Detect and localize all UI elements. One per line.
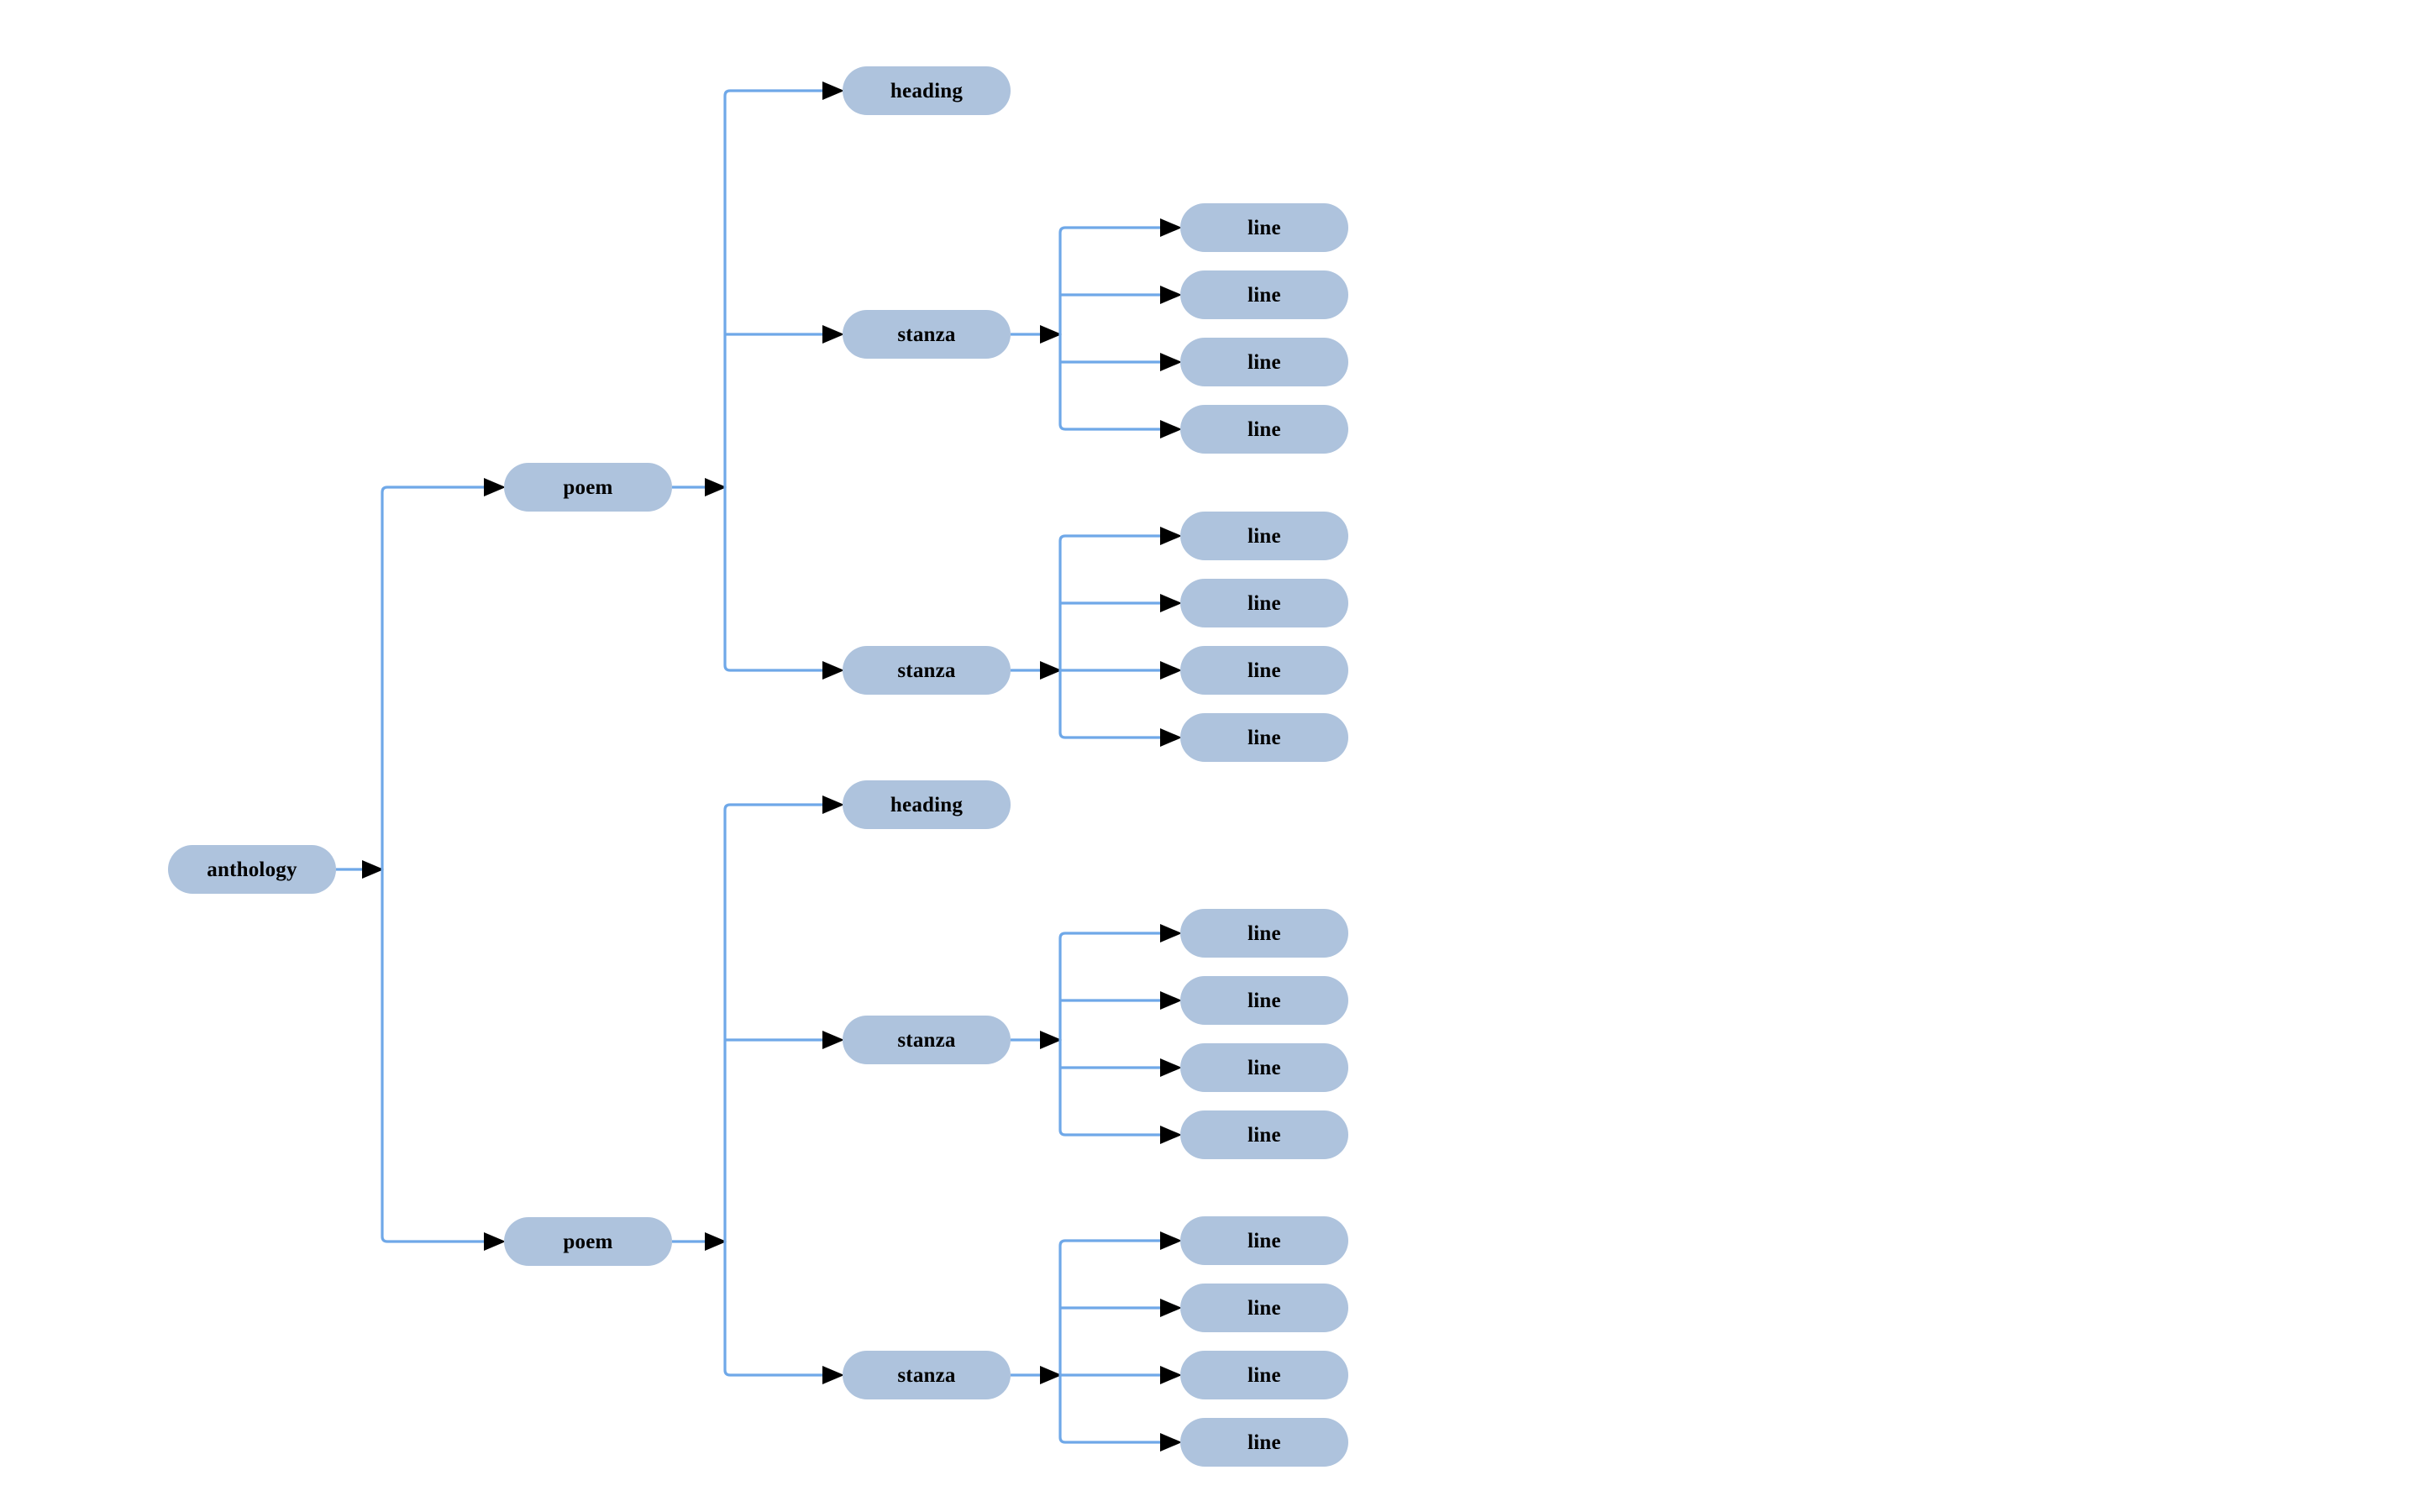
tree-node-p1-s2-l1[interactable]: line — [1180, 512, 1348, 560]
tree-node-label: line — [1247, 1123, 1281, 1147]
arrowhead-poem2-stanza2-to-lines-3 — [1160, 1433, 1182, 1452]
tree-node-p2-stanza2[interactable]: stanza — [843, 1351, 1011, 1399]
tree-node-p2-s1-l4[interactable]: line — [1180, 1110, 1348, 1159]
tree-node-label: line — [1247, 417, 1281, 441]
tree-node-p2-s2-l1[interactable]: line — [1180, 1216, 1348, 1265]
tree-node-p2-heading[interactable]: heading — [843, 780, 1011, 829]
tree-node-p2-s1-l1[interactable]: line — [1180, 909, 1348, 958]
edge-elbow-top-poem1-stanza2-to-lines — [1058, 534, 1066, 542]
tree-node-p1-s2-l3[interactable]: line — [1180, 646, 1348, 695]
arrowhead-bus-anthology-to-poems — [362, 860, 384, 879]
arrowhead-poem2-stanza2-to-lines-1 — [1160, 1299, 1182, 1317]
tree-node-label: stanza — [897, 1363, 956, 1387]
tree-node-p1-s1-l1[interactable]: line — [1180, 203, 1348, 252]
tree-node-poem2[interactable]: poem — [504, 1217, 672, 1266]
arrowhead-poem2-stanza2-to-lines-2 — [1160, 1366, 1182, 1384]
tree-node-p1-heading[interactable]: heading — [843, 66, 1011, 115]
arrowhead-poem1-to-children-1 — [822, 325, 844, 344]
tree-node-label: line — [1247, 1296, 1281, 1320]
arrowhead-poem2-to-children-0 — [822, 795, 844, 814]
arrowhead-poem1-stanza1-to-lines-3 — [1160, 420, 1182, 438]
edge-elbow-bottom-poem2-stanza1-to-lines — [1058, 1129, 1066, 1137]
tree-node-p1-stanza1[interactable]: stanza — [843, 310, 1011, 359]
tree-node-label: line — [1247, 1363, 1281, 1387]
edge-elbow-bottom-anthology-to-poems — [381, 1236, 388, 1243]
arrowhead-poem2-stanza1-to-lines-2 — [1160, 1058, 1182, 1077]
arrowhead-bus-poem1-to-children — [705, 478, 727, 496]
tree-node-label: poem — [563, 1230, 613, 1253]
arrowhead-poem1-stanza2-to-lines-2 — [1160, 661, 1182, 680]
tree-node-p2-s1-l2[interactable]: line — [1180, 976, 1348, 1025]
tree-node-label: poem — [563, 475, 613, 499]
tree-node-label: stanza — [897, 659, 956, 682]
arrowhead-poem2-stanza1-to-lines-1 — [1160, 991, 1182, 1010]
edge-elbow-bottom-poem1-stanza2-to-lines — [1058, 732, 1066, 739]
tree-node-label: line — [1247, 1056, 1281, 1079]
arrowhead-bus-poem1-stanza2-to-lines — [1040, 661, 1062, 680]
edge-elbow-bottom-poem1-stanza1-to-lines — [1058, 423, 1066, 431]
tree-node-p1-s2-l4[interactable]: line — [1180, 713, 1348, 762]
arrowhead-poem1-to-children-0 — [822, 81, 844, 100]
tree-node-p1-s1-l4[interactable]: line — [1180, 405, 1348, 454]
tree-node-poem1[interactable]: poem — [504, 463, 672, 512]
edge-elbow-top-poem2-stanza1-to-lines — [1058, 932, 1066, 939]
tree-node-label: anthology — [207, 858, 297, 881]
tree-node-p2-stanza1[interactable]: stanza — [843, 1016, 1011, 1064]
tree-node-label: line — [1247, 921, 1281, 945]
arrowhead-bus-poem2-stanza2-to-lines — [1040, 1366, 1062, 1384]
tree-node-label: line — [1247, 1229, 1281, 1252]
arrowhead-poem1-stanza1-to-lines-0 — [1160, 218, 1182, 237]
tree-node-p1-stanza2[interactable]: stanza — [843, 646, 1011, 695]
arrowhead-poem1-stanza1-to-lines-1 — [1160, 286, 1182, 304]
tree-node-label: line — [1247, 989, 1281, 1012]
arrowhead-poem2-stanza2-to-lines-0 — [1160, 1231, 1182, 1250]
arrowhead-bus-poem2-to-children — [705, 1232, 727, 1251]
arrowhead-bus-poem2-stanza1-to-lines — [1040, 1031, 1062, 1049]
tree-node-label: line — [1247, 591, 1281, 615]
tree-node-label: heading — [890, 793, 964, 816]
arrowhead-poem2-stanza1-to-lines-0 — [1160, 924, 1182, 942]
arrowhead-poem1-stanza1-to-lines-2 — [1160, 353, 1182, 371]
arrowhead-poem1-to-children-2 — [822, 661, 844, 680]
tree-node-p1-s2-l2[interactable]: line — [1180, 579, 1348, 627]
tree-node-p2-s2-l2[interactable]: line — [1180, 1284, 1348, 1332]
arrowhead-poem1-stanza2-to-lines-0 — [1160, 527, 1182, 545]
arrowhead-poem2-to-children-2 — [822, 1366, 844, 1384]
arrowhead-anthology-to-poems-1 — [484, 1232, 506, 1251]
tree-node-label: stanza — [897, 1028, 956, 1052]
tree-node-p1-s1-l2[interactable]: line — [1180, 270, 1348, 319]
tree-node-label: line — [1247, 726, 1281, 749]
tree-node-p2-s2-l3[interactable]: line — [1180, 1351, 1348, 1399]
tree-node-label: line — [1247, 350, 1281, 374]
edge-elbow-top-poem1-to-children — [723, 89, 731, 97]
tree-node-label: line — [1247, 1431, 1281, 1454]
tree-node-anthology[interactable]: anthology — [168, 845, 336, 894]
tree-node-label: heading — [890, 79, 964, 102]
edge-elbow-top-poem2-to-children — [723, 803, 731, 811]
tree-node-label: line — [1247, 216, 1281, 239]
edge-elbow-top-anthology-to-poems — [381, 486, 388, 493]
arrowhead-poem1-stanza2-to-lines-3 — [1160, 728, 1182, 747]
tree-node-label: stanza — [897, 323, 956, 346]
tree-node-p2-s2-l4[interactable]: line — [1180, 1418, 1348, 1467]
arrowhead-bus-poem1-stanza1-to-lines — [1040, 325, 1062, 344]
arrowhead-poem2-to-children-1 — [822, 1031, 844, 1049]
edge-elbow-top-poem1-stanza1-to-lines — [1058, 226, 1066, 234]
tree-node-label: line — [1247, 659, 1281, 682]
arrowhead-poem2-stanza1-to-lines-3 — [1160, 1126, 1182, 1144]
edge-elbow-top-poem2-stanza2-to-lines — [1058, 1239, 1066, 1247]
tree-node-label: line — [1247, 524, 1281, 548]
tree-node-label: line — [1247, 283, 1281, 307]
edge-elbow-bottom-poem1-to-children — [723, 664, 731, 672]
arrowhead-poem1-stanza2-to-lines-1 — [1160, 594, 1182, 612]
tree-node-p1-s1-l3[interactable]: line — [1180, 338, 1348, 386]
edge-elbow-bottom-poem2-to-children — [723, 1369, 731, 1377]
tree-node-p2-s1-l3[interactable]: line — [1180, 1043, 1348, 1092]
arrowhead-anthology-to-poems-0 — [484, 478, 506, 496]
edge-elbow-bottom-poem2-stanza2-to-lines — [1058, 1436, 1066, 1444]
